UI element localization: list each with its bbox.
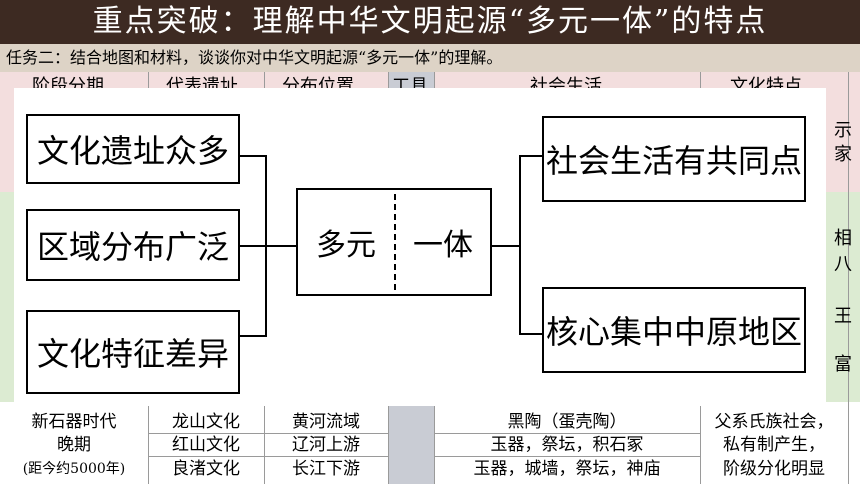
table-edge-char: 富: [834, 354, 852, 375]
diversity-point-sites: 文化遗址众多: [26, 114, 240, 184]
diversity-point-distribution: 区域分布广泛: [26, 209, 240, 281]
unity-point-common-life: 社会生活有共同点: [542, 116, 806, 202]
table-row: 新石器时代 龙山文化 黄河流域 黑陶（蛋壳陶） 父系氏族社会，: [0, 411, 860, 433]
unity-point-central-plains: 核心集中中原地区: [542, 287, 806, 373]
life-cell: 玉器，祭坛，积石冢: [490, 435, 644, 455]
life-cell: 黑陶（蛋壳陶）: [507, 412, 627, 432]
table-row-line: [434, 433, 700, 434]
central-divider: [394, 194, 396, 290]
table-edge-char: 示: [834, 120, 852, 141]
page-title: 重点突破：理解中华文明起源“多元一体”的特点: [0, 0, 860, 44]
period-line-1: 新石器时代: [31, 412, 117, 432]
table-row-line: [434, 456, 700, 457]
table-edge-char: 相: [834, 228, 852, 249]
central-concept-box: 多元 一体: [296, 188, 492, 296]
feature-line-2: 私有制产生，: [723, 435, 825, 455]
table-edge-char: 家: [834, 144, 852, 165]
site-cell: 红山文化: [172, 435, 240, 455]
diversity-point-features: 文化特征差异: [26, 310, 240, 394]
table-row-line: [148, 433, 388, 434]
location-cell: 辽河上游: [292, 435, 360, 455]
task-prompt: 任务二：结合地图和材料，谈谈你对中华文明起源“多元一体”的理解。: [0, 44, 860, 72]
location-cell: 黄河流域: [292, 412, 360, 432]
table-row: 晚期 红山文化 辽河上游 玉器，祭坛，积石冢 私有制产生，: [0, 434, 860, 456]
site-cell: 良渚文化: [172, 459, 240, 479]
table-edge-char: 八: [834, 254, 852, 275]
central-concept-unity: 一体: [413, 228, 473, 263]
central-concept-diversity: 多元: [316, 228, 376, 263]
feature-line-1: 父系氏族社会，: [714, 412, 834, 432]
feature-line-3: 阶级分化明显: [723, 459, 825, 479]
table-col-line: [848, 72, 849, 484]
table-row-line: [148, 456, 388, 457]
location-cell: 长江下游: [292, 459, 360, 479]
period-line-3: (距今约5000年): [22, 461, 126, 477]
right-bracket-connector: [519, 155, 542, 335]
life-cell: 玉器，城墙，祭坛，神庙: [473, 459, 661, 479]
period-line-2: 晚期: [57, 435, 91, 455]
table-edge-char: 王: [834, 306, 852, 327]
site-cell: 龙山文化: [172, 412, 240, 432]
table-row: (距今约5000年) 良渚文化 长江下游 玉器，城墙，祭坛，神庙 阶级分化明显: [0, 458, 860, 480]
